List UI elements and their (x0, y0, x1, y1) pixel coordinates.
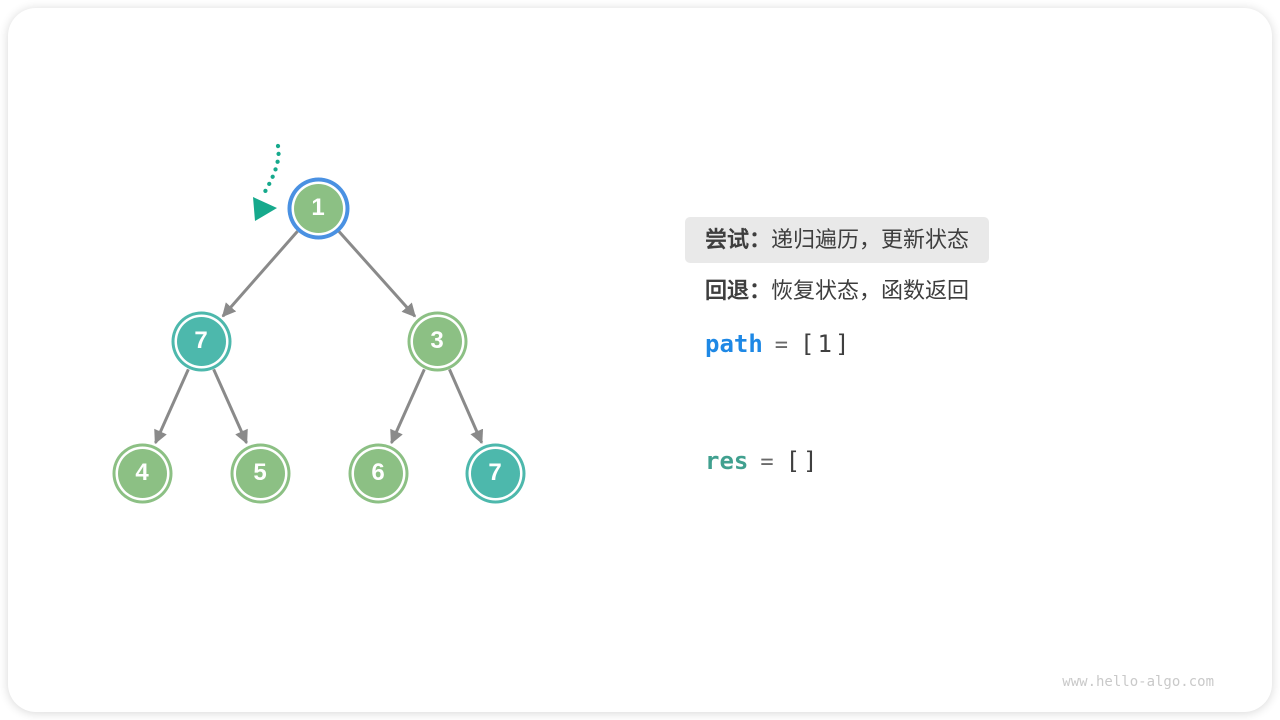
tree-edge (154, 368, 190, 445)
path-variable-name: path (705, 330, 763, 358)
backtrack-label: 回退： (705, 278, 772, 303)
try-text: 递归遍历，更新状态 (771, 227, 970, 252)
try-label: 尝试： (705, 227, 772, 252)
tree-node-n7a: 7 (176, 316, 226, 366)
current-node-pointer-icon (260, 143, 281, 198)
backtrack-description: 回退：恢复状态，函数返回 (705, 268, 969, 314)
tree-node-n4: 4 (117, 448, 167, 498)
tree-node-n3: 3 (412, 316, 462, 366)
tree-edge (337, 230, 417, 318)
path-variable-value: [1] (800, 330, 853, 358)
path-variable: path = [1] (705, 324, 852, 364)
try-description: 尝试：递归遍历，更新状态 (685, 217, 990, 263)
tree-edge (212, 368, 248, 445)
tree-edge (448, 368, 484, 445)
slide-card: 1 7 3 4 5 6 7 尝试：递归遍历，更新状态 回退：恢复状态，函数返回 path = [… (8, 8, 1272, 712)
tree-node-n7b: 7 (470, 448, 520, 498)
current-node-pointer-arrowhead-icon (253, 197, 277, 221)
res-variable: res = [] (705, 441, 821, 481)
tree-node-n1: 1 (293, 183, 343, 233)
binary-tree-diagram: 1 7 3 4 5 6 7 (8, 8, 608, 608)
tree-node-n6: 6 (353, 448, 403, 498)
path-equals-sign: = (774, 333, 789, 358)
res-equals-sign: = (760, 450, 774, 475)
res-variable-name: res (705, 447, 749, 475)
tree-edge (390, 368, 426, 445)
res-variable-value: [] (785, 447, 821, 475)
tree-edge (221, 230, 299, 318)
backtrack-text: 恢复状态，函数返回 (771, 278, 970, 303)
tree-node-n5: 5 (235, 448, 285, 498)
tree-edges-layer (154, 143, 484, 445)
watermark: www.hello-algo.com (1062, 674, 1214, 690)
